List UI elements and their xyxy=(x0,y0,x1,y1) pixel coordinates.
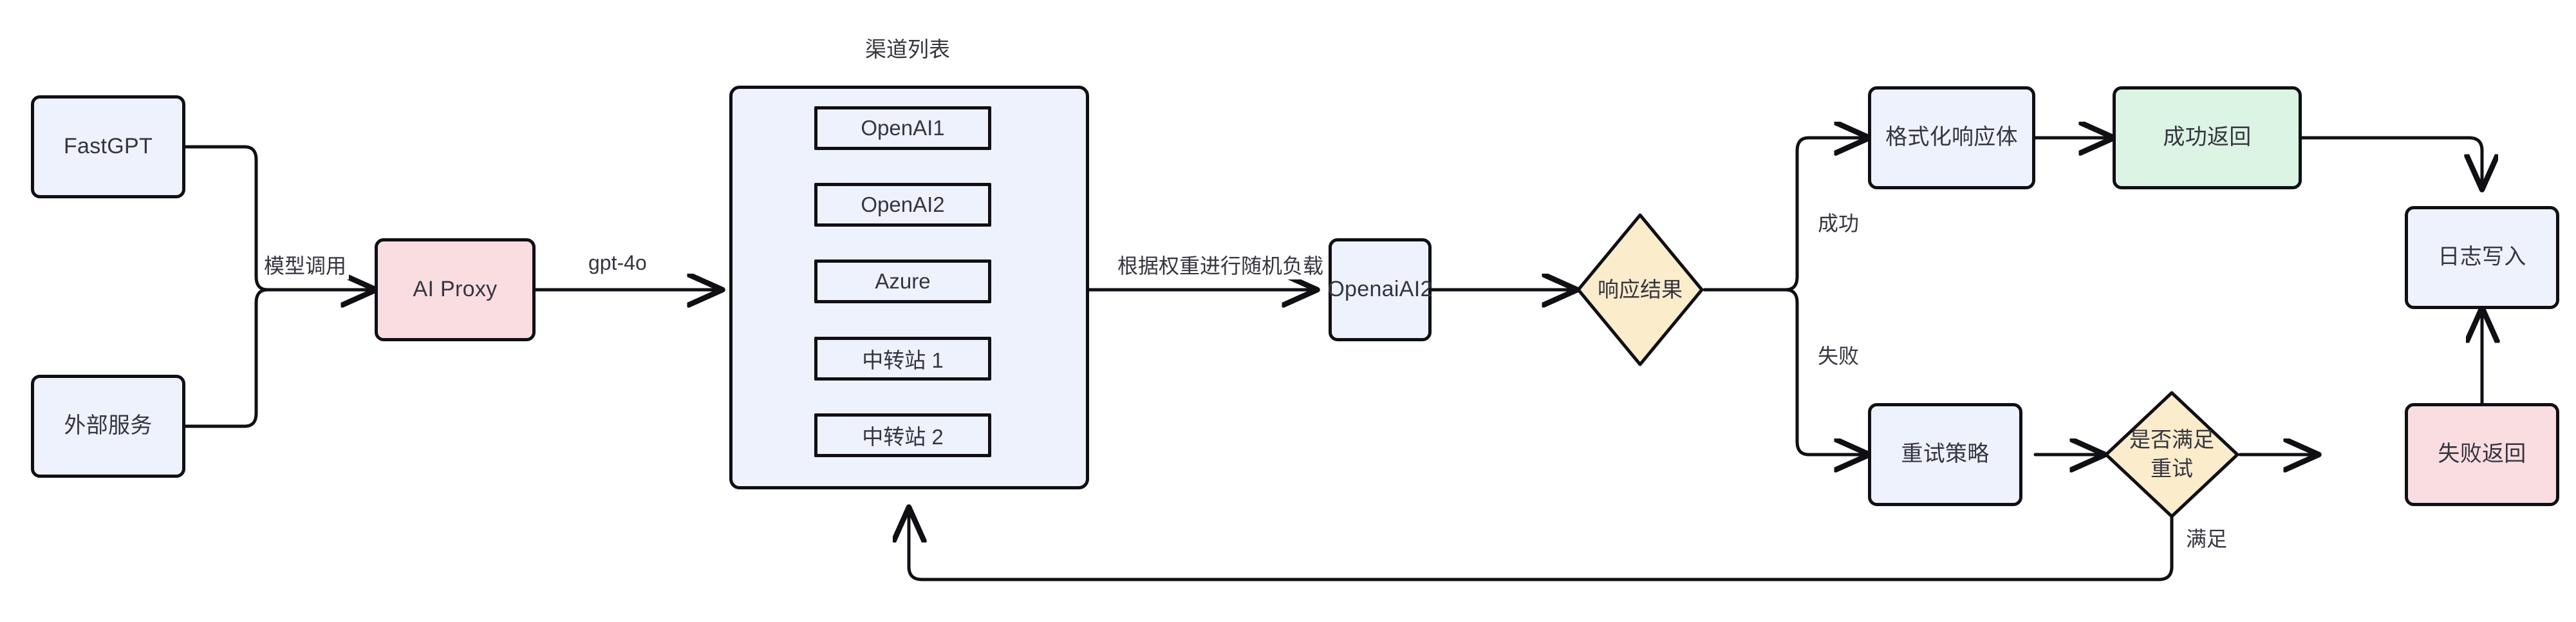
channel-item-openai2[interactable]: OpenAI2 xyxy=(814,183,991,227)
edge-response-retrypolicy xyxy=(1784,288,1868,455)
node-retry-policy[interactable]: 重试策略 xyxy=(1868,403,2022,506)
channel-item-openai1[interactable]: OpenAI1 xyxy=(814,106,991,150)
node-external-service[interactable]: 外部服务 xyxy=(31,375,185,478)
retry-check-diamond-shape xyxy=(2104,391,2239,518)
edge-label-model-call: 模型调用 xyxy=(261,250,350,279)
channel-list-title: 渠道列表 xyxy=(865,37,950,61)
node-retry-check[interactable]: 是否满足 重试 xyxy=(2104,390,2240,519)
node-fail-return-label: 失败返回 xyxy=(2438,442,2526,467)
edge-label-satisfied: 满足 xyxy=(2183,523,2230,552)
node-fastgpt[interactable]: FastGPT xyxy=(31,95,185,198)
edge-label-success: 成功 xyxy=(1815,207,1862,237)
channel-item-relay-2[interactable]: 中转站 2 xyxy=(814,413,991,457)
channel-item-relay-2-label: 中转站 2 xyxy=(862,425,944,449)
edge-external-aiproxy xyxy=(183,288,270,428)
node-openai-ai2[interactable]: OpenaiAI2 xyxy=(1327,238,1433,341)
node-fail-return[interactable]: 失败返回 xyxy=(2405,403,2559,506)
node-log-write-label: 日志写入 xyxy=(2438,245,2526,270)
node-openai-ai2-label: OpenaiAI2 xyxy=(1327,277,1433,302)
node-ai-proxy-label: AI Proxy xyxy=(413,277,498,302)
edge-label-gpt-4o: gpt-4o xyxy=(586,251,649,275)
node-format-response-body-label: 格式化响应体 xyxy=(1885,125,2018,150)
node-response-result[interactable]: 响应结果 xyxy=(1576,212,1704,367)
channel-item-relay-1[interactable]: 中转站 1 xyxy=(814,337,991,381)
channel-item-relay-1-label: 中转站 1 xyxy=(862,348,944,372)
node-external-service-label: 外部服务 xyxy=(64,413,153,438)
channel-item-azure-label: Azure xyxy=(875,269,931,293)
channel-item-azure[interactable]: Azure xyxy=(814,259,991,303)
node-log-write[interactable]: 日志写入 xyxy=(2405,206,2559,309)
node-fastgpt-label: FastGPT xyxy=(63,134,153,159)
node-retry-policy-label: 重试策略 xyxy=(1901,442,1990,467)
edge-retrycheck-channellist-loop xyxy=(909,509,2174,581)
edge-response-formatbody xyxy=(1784,138,1868,292)
node-format-response-body[interactable]: 格式化响应体 xyxy=(1868,86,2035,189)
channel-item-openai2-label: OpenAI2 xyxy=(861,193,945,216)
node-success-return[interactable]: 成功返回 xyxy=(2113,86,2302,189)
edge-label-weighted-random-load: 根据权重进行随机负载 xyxy=(1115,250,1327,279)
response-result-diamond-shape xyxy=(1576,213,1704,366)
node-ai-proxy[interactable]: AI Proxy xyxy=(375,238,536,341)
node-success-return-label: 成功返回 xyxy=(2163,125,2252,150)
channel-item-openai1-label: OpenAI1 xyxy=(861,116,945,140)
edge-label-failure: 失败 xyxy=(1815,340,1862,370)
edge-success-logwrite xyxy=(2300,136,2482,188)
